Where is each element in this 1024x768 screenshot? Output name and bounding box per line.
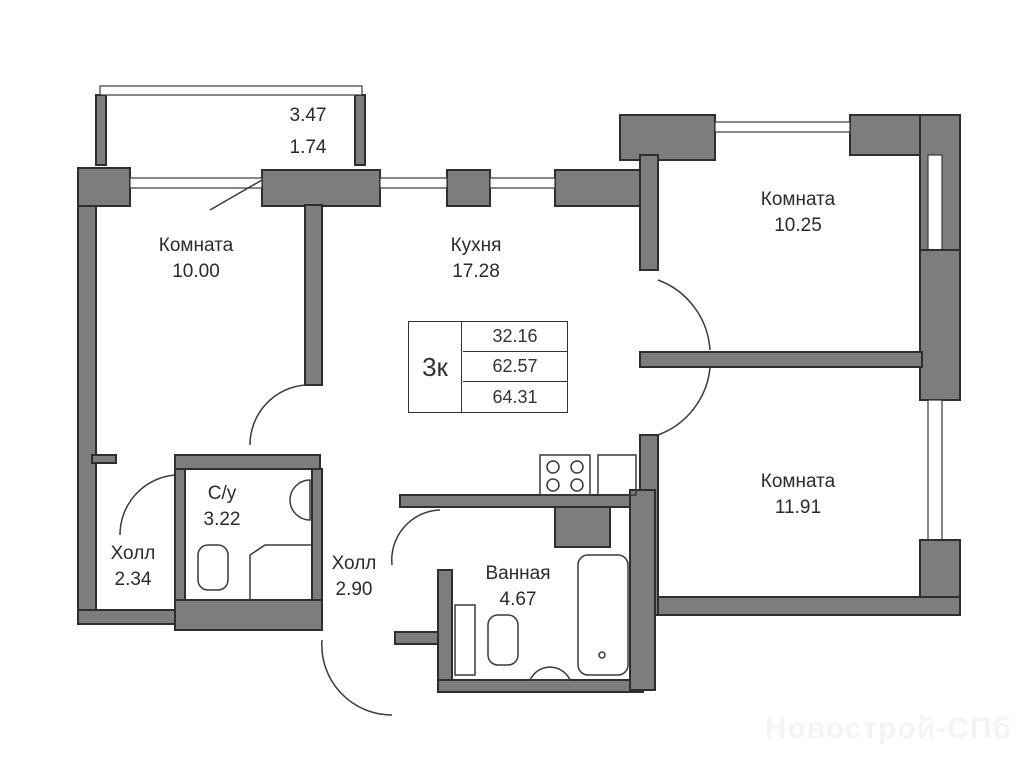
room-area: 2.90 — [335, 579, 373, 600]
room-name: Комната — [760, 189, 836, 210]
room-area: 2.34 — [114, 569, 152, 590]
room-name: Кухня — [450, 235, 502, 256]
room-name: Холл — [331, 553, 377, 574]
living-area: 32.16 — [463, 322, 567, 352]
total-area: 62.57 — [463, 352, 567, 382]
watermark: Новострой-СПб — [764, 712, 1012, 745]
apartment-summary-box: 3к 32.16 62.57 64.31 — [408, 321, 568, 413]
balcony-area-full: 3.47 — [289, 105, 327, 126]
room-name: С/у — [207, 483, 237, 504]
fixtures — [197, 454, 637, 681]
room-area: 11.91 — [774, 497, 822, 518]
door-swings — [119, 179, 711, 716]
room-name: Комната — [760, 471, 836, 492]
room-area: 4.67 — [499, 589, 537, 610]
room-name: Холл — [110, 543, 156, 564]
room-name: Комната — [158, 235, 234, 256]
room-area: 10.25 — [774, 215, 822, 236]
balcony — [95, 85, 366, 166]
apartment-type: 3к — [409, 322, 462, 412]
room-name: Ванная — [485, 563, 551, 584]
room-area: 17.28 — [452, 261, 500, 282]
total-area-with-balcony: 64.31 — [492, 387, 538, 407]
room-area: 3.22 — [203, 509, 241, 530]
room-area: 10.00 — [172, 261, 220, 282]
balcony-area-reduced: 1.74 — [289, 137, 327, 158]
walls — [77, 114, 961, 693]
